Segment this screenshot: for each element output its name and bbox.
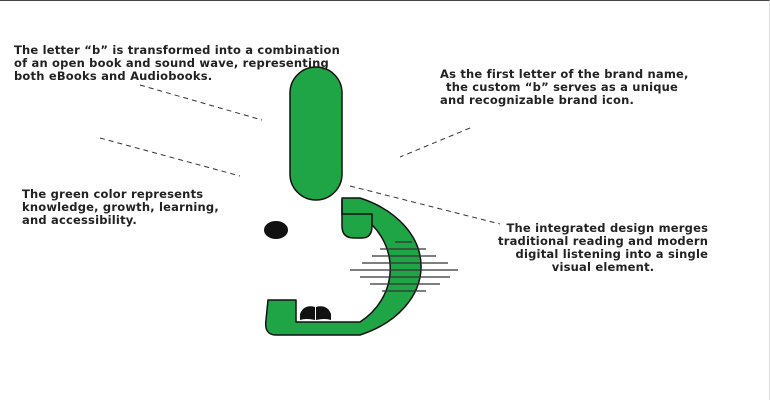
dot-icon xyxy=(264,221,288,239)
letter-b-bowl xyxy=(264,197,422,336)
letter-b-stem xyxy=(289,66,343,201)
annotation-line: knowledge, growth, learning, xyxy=(22,200,219,214)
annotation-integrated-design: The integrated design merges traditional… xyxy=(498,222,708,274)
annotation-line: The integrated design merges xyxy=(506,221,709,235)
leader-line-book-and-wave xyxy=(139,84,263,121)
annotation-green-color: The green color represents knowledge, gr… xyxy=(22,188,219,227)
annotation-line: digital listening into a single xyxy=(515,247,709,261)
annotation-line: both eBooks and Audiobooks. xyxy=(14,69,213,83)
letter-b-logo xyxy=(264,66,422,336)
letter-b-stem-join xyxy=(341,199,373,239)
annotation-line: The green color represents xyxy=(22,187,204,201)
annotation-brand-icon: As the first letter of the brand name, t… xyxy=(440,68,689,107)
annotation-line: and accessibility. xyxy=(22,213,137,227)
leader-line-green-color xyxy=(99,137,241,177)
annotation-line: The letter “b” is transformed into a com… xyxy=(14,43,340,57)
annotation-line: As the first letter of the brand name, xyxy=(440,67,689,81)
sound-wave-icon xyxy=(350,241,458,292)
annotation-line: the custom “b” serves as a unique xyxy=(446,80,679,94)
annotation-line: visual element. xyxy=(551,260,655,274)
leader-line-integrated-design xyxy=(349,185,501,225)
open-book-icon xyxy=(300,306,331,320)
leader-line-brand-icon xyxy=(399,127,471,158)
annotation-line: and recognizable brand icon. xyxy=(440,93,635,107)
annotation-line: of an open book and sound wave, represen… xyxy=(14,56,329,70)
annotation-book-and-wave: The letter “b” is transformed into a com… xyxy=(14,44,340,83)
annotation-line: traditional reading and modern xyxy=(498,234,709,248)
